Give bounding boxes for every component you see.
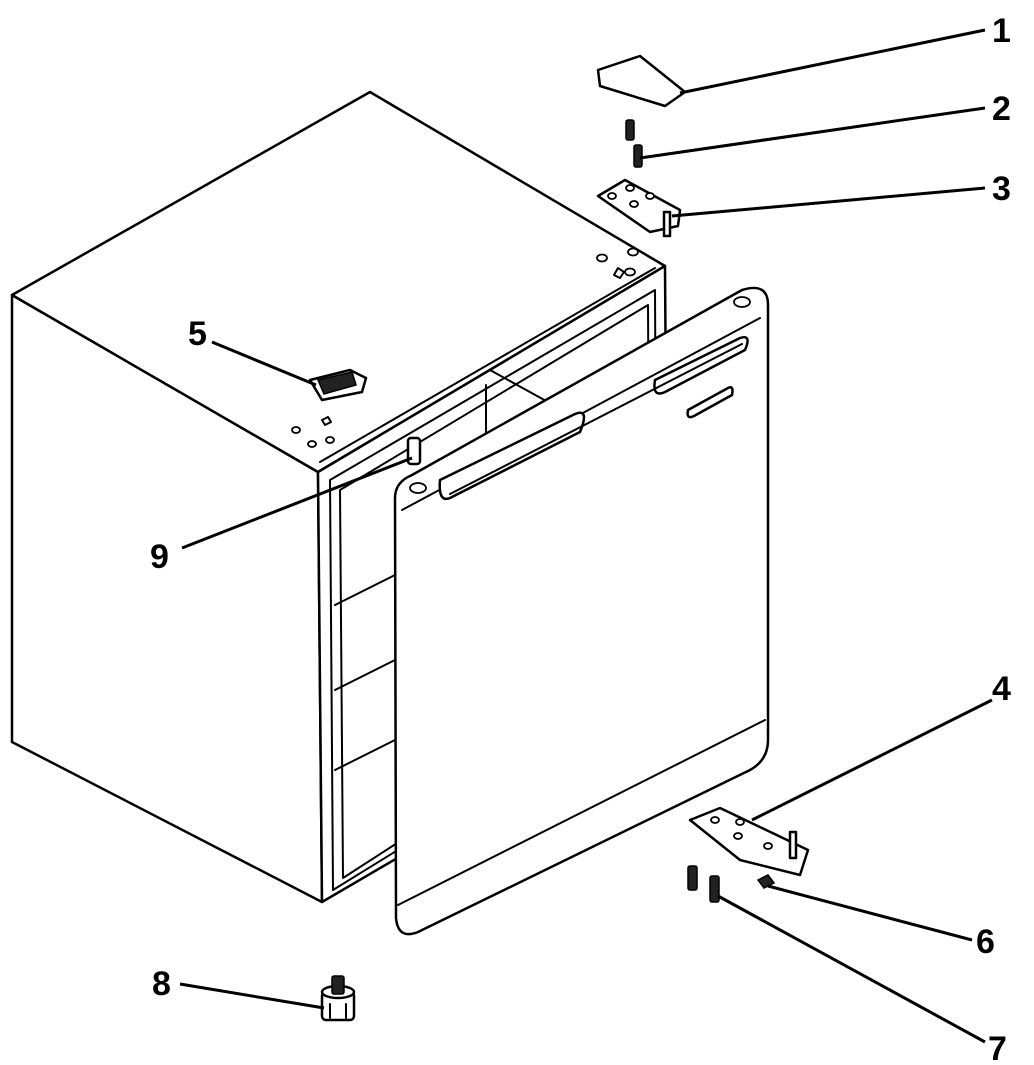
part-4-lower-hinge	[688, 806, 810, 877]
callout-4: 4	[992, 670, 1011, 708]
part-5-bracket	[308, 368, 368, 402]
part-2-screws	[625, 119, 643, 168]
part-6-screw	[756, 874, 776, 889]
leader-8	[179, 982, 325, 1010]
leader-4	[751, 698, 993, 822]
callout-6: 6	[976, 923, 995, 961]
part-8-leveling-foot	[320, 975, 356, 1022]
callout-3: 3	[992, 170, 1011, 208]
leader-lines	[179, 28, 993, 1044]
part-7-screws	[687, 865, 720, 903]
door	[393, 286, 770, 936]
leader-6	[767, 884, 973, 942]
callout-2: 2	[992, 90, 1011, 128]
part-1-hinge-cover	[596, 54, 687, 108]
leader-3	[671, 186, 986, 218]
callout-labels: 1 2 3 4 5 6 7 8 9	[150, 12, 1011, 1065]
leader-7	[717, 894, 986, 1044]
leader-1	[679, 28, 986, 95]
leader-5	[211, 340, 317, 387]
callout-9: 9	[150, 538, 169, 576]
leader-9	[181, 456, 413, 550]
leader-2	[639, 106, 986, 160]
callout-5: 5	[188, 315, 207, 353]
callout-1: 1	[992, 12, 1011, 50]
callout-8: 8	[152, 965, 171, 1003]
callout-7: 7	[988, 1030, 1007, 1065]
part-3-upper-hinge	[596, 178, 682, 238]
